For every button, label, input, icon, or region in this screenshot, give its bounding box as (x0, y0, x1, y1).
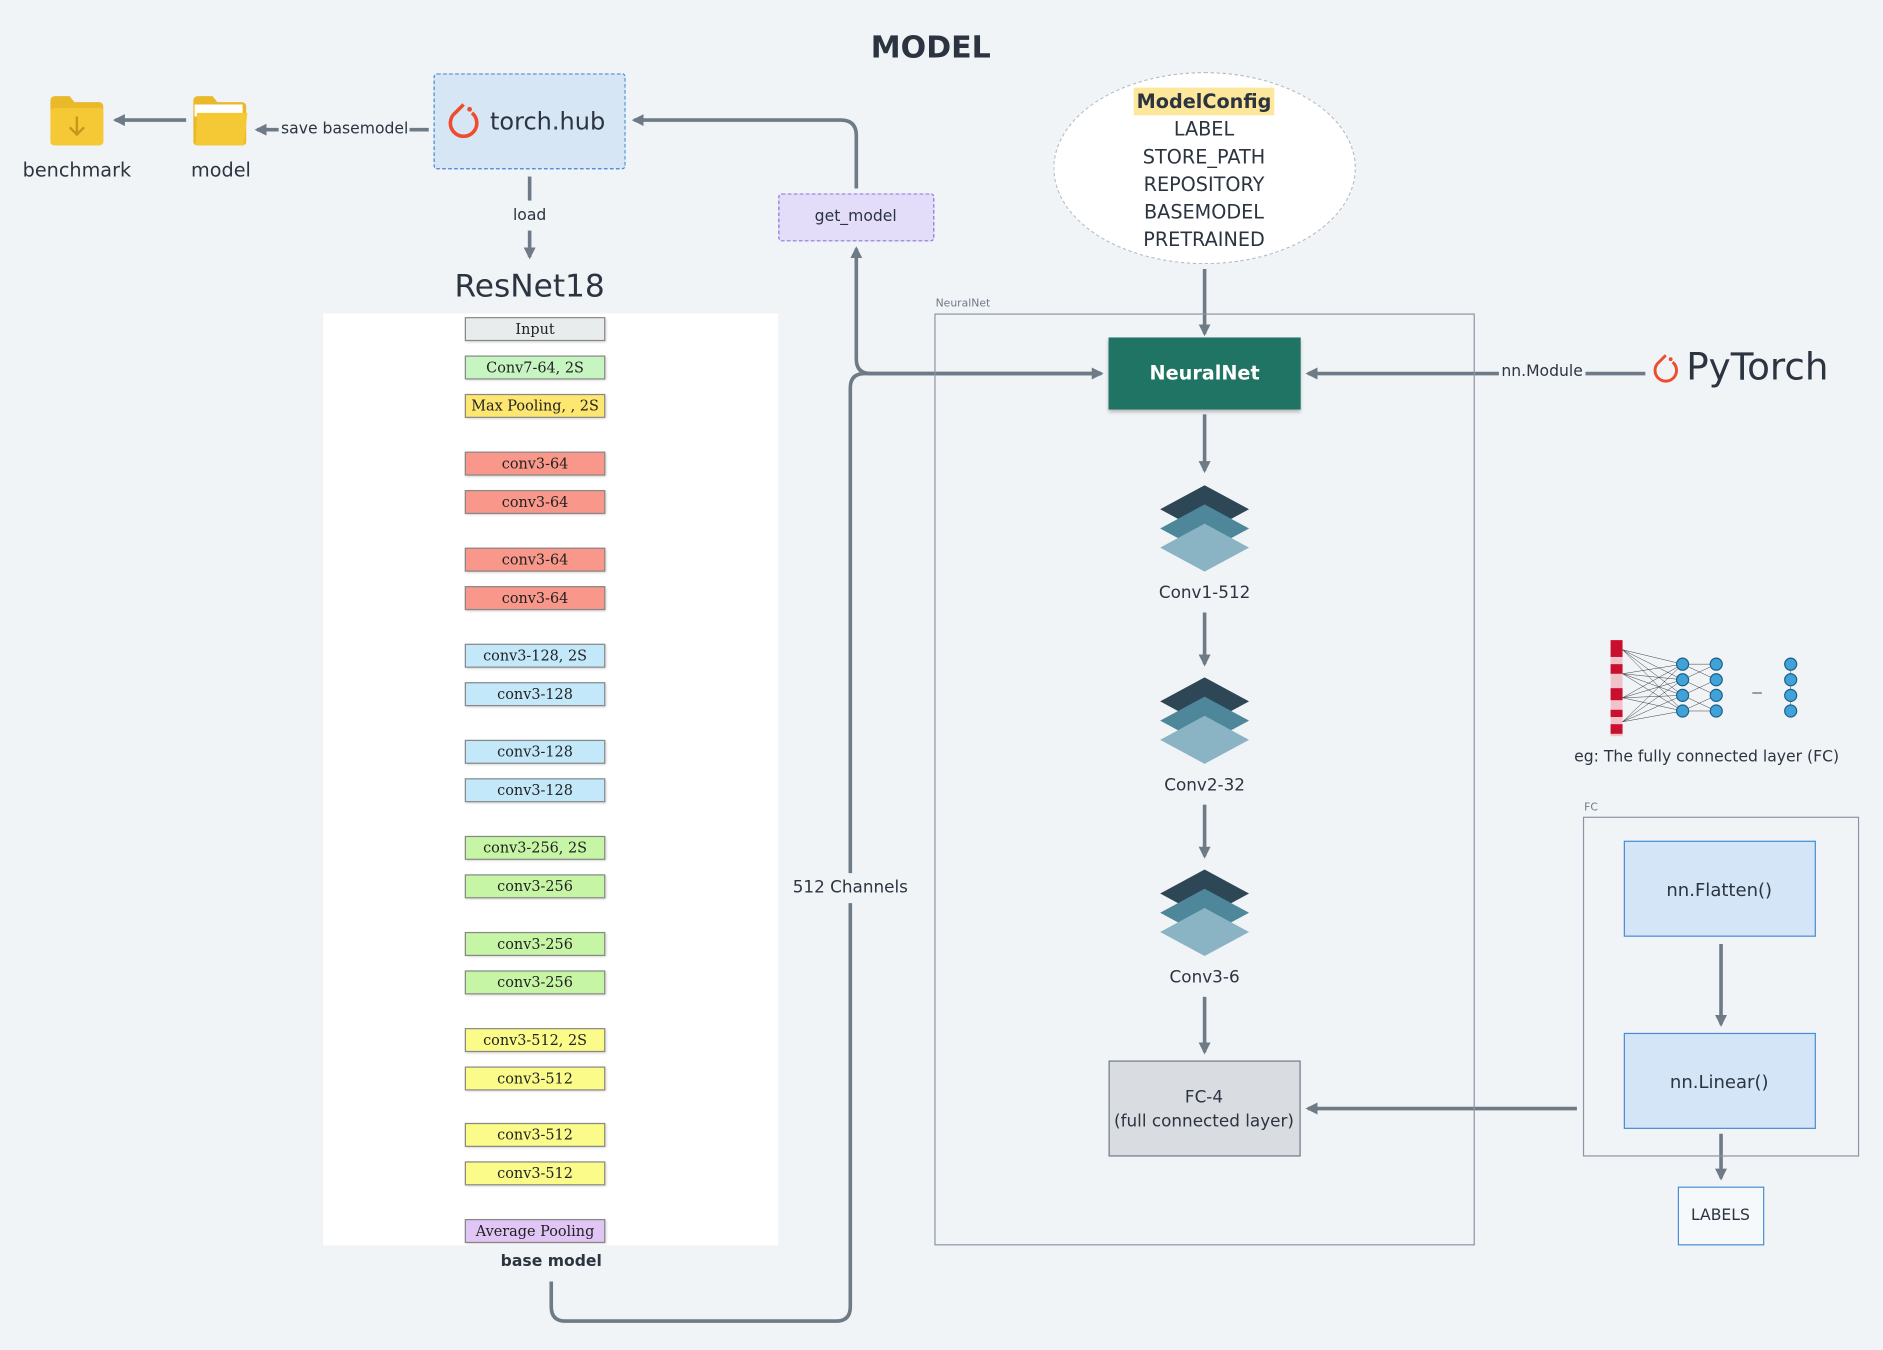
model-config-field: PRETRAINED (1143, 228, 1265, 252)
model-config-field: STORE_PATH (1142, 145, 1266, 169)
arrow-channels-up (848, 367, 1104, 874)
resnet-layer: conv3-256 (464, 874, 606, 899)
model-config-title: ModelConfig (1134, 87, 1274, 116)
resnet-layer: conv3-128 (464, 739, 606, 764)
fc4-subtitle: (full connected layer) (1114, 1112, 1294, 1132)
nn-linear-box[interactable]: nn.Linear() (1623, 1032, 1816, 1129)
neuralnet-label: NeuralNet (1149, 361, 1260, 385)
resnet-layer: conv3-128 (464, 778, 606, 803)
resnet-layer: Conv7-64, 2S (464, 355, 606, 380)
neuralnet-container-label: NeuralNet (935, 297, 991, 310)
fc4-title: FC-4 (1184, 1088, 1224, 1108)
resnet-layer: conv3-64 (464, 451, 606, 476)
fc-container-label: FC (1584, 802, 1598, 815)
model-config-list: ModelConfig LABEL STORE_PATH REPOSITORY BAS… (1054, 87, 1353, 254)
pytorch-flame-icon (444, 101, 482, 149)
save-basemodel-label: save basemodel (281, 120, 409, 139)
fc-example-caption: eg: The fully connected layer (FC) (1574, 748, 1840, 767)
resnet-layer: conv3-128, 2S (464, 643, 606, 668)
torch-hub-box[interactable]: torch.hub (433, 73, 626, 170)
base-model-caption: base model (500, 1252, 602, 1271)
resnet-layer: Input (464, 317, 606, 342)
model-config-field: LABEL (1173, 117, 1235, 141)
resnet-layer: Average Pooling (464, 1219, 606, 1244)
page-title: MODEL (870, 30, 991, 65)
resnet-layer: conv3-64 (464, 490, 606, 515)
load-label: load (512, 206, 547, 225)
pytorch-logo-text: PyTorch (1686, 345, 1829, 390)
benchmark-label: benchmark (22, 158, 132, 182)
fc-container (1582, 816, 1860, 1157)
nn-flatten-label: nn.Flatten() (1666, 879, 1773, 901)
conv-layer-stack-icon (1157, 677, 1253, 771)
labels-label: LABELS (1690, 1207, 1750, 1226)
fc4-box[interactable]: FC-4 (full connected layer) (1108, 1060, 1301, 1157)
benchmark-folder-icon[interactable] (48, 94, 106, 147)
neuralnet-box[interactable]: NeuralNet (1108, 337, 1301, 410)
torch-hub-label: torch.hub (490, 106, 606, 136)
resnet-layer: conv3-512 (464, 1122, 606, 1147)
get-model-label: get_model (814, 207, 897, 226)
resnet-layer: conv3-64 (464, 547, 606, 572)
resnet-layer: conv3-128 (464, 682, 606, 707)
channels-label: 512 Channels (790, 877, 911, 898)
conv-layer-label: Conv3-6 (1169, 968, 1240, 988)
conv-layer-label: Conv1-512 (1158, 583, 1251, 603)
conv-layer-label: Conv2-32 (1164, 775, 1246, 796)
resnet-layer: Max Pooling, , 2S (464, 393, 606, 418)
model-label: model (191, 158, 251, 182)
conv-layer-stack-icon (1157, 485, 1253, 579)
pytorch-logo-icon (1650, 351, 1681, 394)
resnet-title: ResNet18 (454, 269, 605, 306)
model-config-field: REPOSITORY (1143, 172, 1265, 196)
model-folder-icon[interactable] (191, 94, 249, 147)
nn-flatten-box[interactable]: nn.Flatten() (1623, 840, 1816, 937)
labels-box[interactable]: LABELS (1677, 1186, 1765, 1246)
resnet-layer: conv3-256, 2S (464, 835, 606, 860)
resnet-layer: conv3-256 (464, 931, 606, 956)
arrow-basemodel-neuralnet (549, 903, 853, 1323)
conv-layer-stack-icon (1157, 869, 1253, 964)
model-config-fields: LABEL STORE_PATH REPOSITORY BASEMODEL PRETRA… (1054, 115, 1353, 253)
resnet-layer: conv3-64 (464, 586, 606, 611)
fully-connected-network-icon (1610, 638, 1815, 744)
arrow-getmodel-hub (631, 114, 859, 189)
model-config-field: BASEMODEL (1143, 200, 1265, 224)
resnet-layer: conv3-512 (464, 1066, 606, 1091)
model-config-cloud: ModelConfig LABEL STORE_PATH REPOSITORY BAS… (1053, 72, 1356, 265)
resnet-layer: conv3-512, 2S (464, 1028, 606, 1053)
get-model-box[interactable]: get_model (778, 193, 935, 242)
resnet-layer: conv3-512 (464, 1161, 606, 1186)
resnet-layer: conv3-256 (464, 970, 606, 995)
nn-module-label: nn.Module (1498, 362, 1586, 381)
neuralnet-container (934, 313, 1475, 1246)
nn-linear-label: nn.Linear() (1669, 1071, 1769, 1093)
